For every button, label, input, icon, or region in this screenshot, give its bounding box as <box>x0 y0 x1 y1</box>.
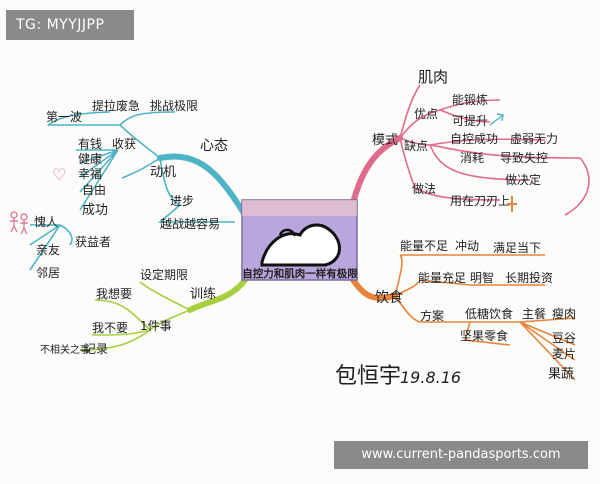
cons-label: 缺点 <box>404 138 428 153</box>
impulse: 冲动 <box>455 238 479 253</box>
people-item: 亲友 <box>36 243 60 257</box>
harder-label: 越战越容易 <box>160 216 220 231</box>
training-branch: 训练 设定期限 1件事 我想要 我不要 记录 不相关之事 <box>40 267 216 356</box>
motivation-label: 动机 <box>150 165 176 180</box>
long-term: 长期投资 <box>505 270 553 285</box>
cons-item: 虚弱无力 <box>510 132 558 146</box>
low-energy: 能量不足 <box>400 239 448 253</box>
first-wave-item: 挑战极限 <box>150 99 198 113</box>
people-item: 邻居 <box>36 266 60 280</box>
signature: 包恒宇 19.8.16 <box>335 364 461 389</box>
arrow-up-icon <box>489 113 504 126</box>
people-icon <box>10 211 28 235</box>
staple-item: 豆谷 <box>552 331 576 345</box>
method-label: 做法 <box>412 181 436 196</box>
method-item: 用在刀刃上 <box>450 194 510 208</box>
flexed-arm-icon <box>260 223 341 267</box>
label-mindset: 心态 <box>200 138 228 154</box>
cons-item: 消耗 <box>460 151 484 165</box>
mindset-branch: 心态 第一波 提拉废急 挑战极限 收获 有钱 健康 幸福 自由 成功 ♡ 动机 … <box>10 98 228 280</box>
mode-branch: 模式 肌肉 优点 能锻炼 可提升 缺点 自控成功 虚弱无力 消耗 导致失控 做决… <box>372 68 558 212</box>
wise: 明智 <box>470 270 494 285</box>
first-wave: 第一波 <box>46 110 82 124</box>
want: 我想要 <box>96 286 132 301</box>
plan: 方案 <box>420 308 444 323</box>
cons-item: 做决定 <box>505 172 541 187</box>
first-wave-item: 提拉废急 <box>92 98 140 113</box>
signature-name: 包恒宇 <box>335 364 401 389</box>
gain-item: 幸福 <box>78 166 102 181</box>
one-thing: 1件事 <box>140 319 172 333</box>
branch-training <box>187 277 248 313</box>
dont-want: 我不要 <box>92 321 128 335</box>
gain-item: 有钱 <box>78 136 102 151</box>
diet-branch: 饮食 能量不足 冲动 满足当下 能量充足 明智 长期投资 方案 低糖饮食 主餐 … <box>375 238 576 382</box>
staple-item: 麦片 <box>552 347 576 361</box>
people-item: 愧人 <box>34 214 58 229</box>
cons-item: 导致失控 <box>500 150 548 165</box>
muscle-label: 肌肉 <box>418 68 448 86</box>
irrelevant: 不相关之事 <box>40 343 90 356</box>
satisfy: 满足当下 <box>493 241 541 255</box>
enough-energy: 能量充足 <box>418 270 466 285</box>
beneficiaries-label: 获益者 <box>75 235 111 249</box>
branch-mindset <box>157 153 248 218</box>
label-diet: 饮食 <box>375 289 403 306</box>
central-image: 自控力和肌肉一样有极限 <box>241 199 358 281</box>
watermark-bottom: www.current-pandasports.com <box>334 441 588 469</box>
gain-item: 成功 <box>82 203 108 218</box>
record: 记录 <box>84 342 108 356</box>
label-mode: 模式 <box>372 133 398 148</box>
pros-item: 能锻炼 <box>452 92 488 107</box>
progress-label: 进步 <box>170 194 194 208</box>
staple: 主餐 <box>522 306 546 321</box>
pros-item: 可提升 <box>452 113 488 128</box>
mindset-lines <box>29 111 235 271</box>
low-sugar: 低糖饮食 <box>465 306 513 321</box>
cons-item: 自控成功 <box>450 132 498 146</box>
heart-icon: ♡ <box>52 165 66 184</box>
gain-label: 收获 <box>112 137 136 151</box>
knife-icon <box>507 196 517 212</box>
gain-item: 自由 <box>82 183 106 197</box>
diet-lines <box>394 254 576 381</box>
set-limit: 设定期限 <box>140 267 188 282</box>
central-title: 自控力和肌肉一样有极限 <box>242 267 358 280</box>
gain-item: 健康 <box>78 151 102 166</box>
mode-lines <box>399 84 590 216</box>
signature-date: 19.8.16 <box>400 368 461 387</box>
staple-item: 瘦肉 <box>552 306 576 321</box>
training-lines <box>79 281 191 351</box>
pros-label: 优点 <box>414 107 438 121</box>
snacks: 坚果零食 <box>460 328 508 343</box>
watermark-top: TG: MYYJJPP <box>6 10 134 40</box>
staple-item: 果蔬 <box>548 367 574 382</box>
label-training: 训练 <box>190 287 216 302</box>
